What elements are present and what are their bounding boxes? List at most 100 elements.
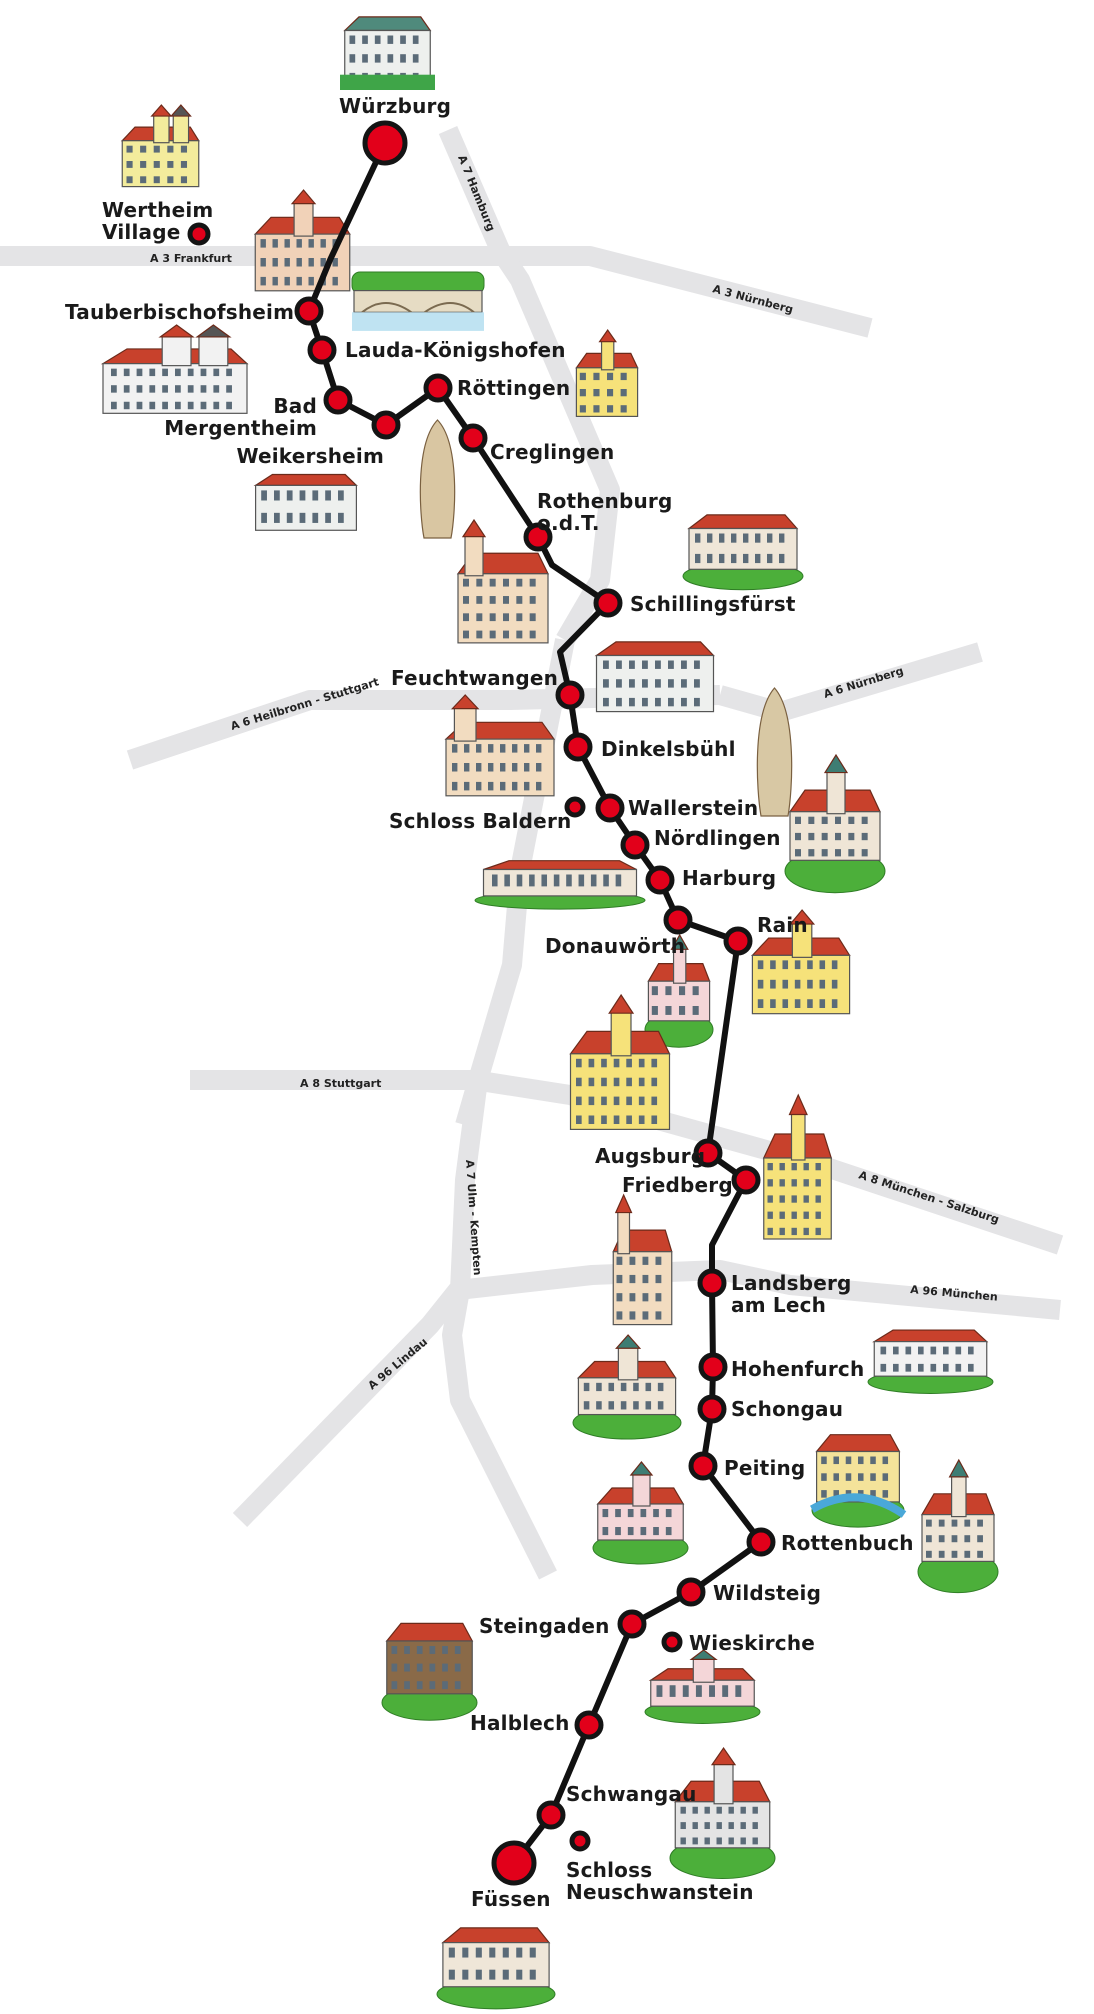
stop-label-halblech[interactable]: Halblech (470, 1711, 570, 1735)
stop-label-line: am Lech (731, 1293, 826, 1317)
landmark-rain-townhall-icon (751, 909, 851, 1015)
road-label: A 8 München - Salzburg (857, 1168, 1001, 1226)
stop-label-weikersheim[interactable]: Weikersheim (236, 444, 384, 468)
stop-label-fuessen[interactable]: Füssen (471, 1887, 551, 1911)
route-stops (187, 120, 776, 1886)
stop-marker-schwangau[interactable] (536, 1800, 566, 1830)
landmark-steingaden-chapel-icon (381, 1622, 478, 1721)
stop-marker-wildsteig[interactable] (676, 1577, 706, 1607)
stop-label-dinkelsbuehl[interactable]: Dinkelsbühl (601, 737, 736, 761)
stop-label-rain[interactable]: Rain (757, 913, 808, 937)
stop-label-line: Friedberg (622, 1173, 733, 1197)
stop-label-harburg[interactable]: Harburg (682, 866, 776, 890)
stop-marker-dinkelsbuehl[interactable] (563, 732, 593, 762)
stop-label-line: Hohenfurch (731, 1357, 864, 1381)
stop-marker-creglingen[interactable] (458, 423, 488, 453)
stop-label-line: Harburg (682, 866, 776, 890)
stop-marker-wallerstein[interactable] (595, 793, 625, 823)
stop-marker-wuerzburg[interactable] (362, 120, 408, 166)
stop-label-donauwoerth[interactable]: Donauwörth (545, 934, 685, 958)
stop-marker-wertheim-village[interactable] (187, 222, 211, 246)
landmark-feuchtwangen-townhall-icon (594, 641, 715, 713)
stop-marker-fuessen[interactable] (491, 1840, 537, 1886)
stop-marker-harburg[interactable] (645, 865, 675, 895)
stop-label-wildsteig[interactable]: Wildsteig (713, 1581, 821, 1605)
stop-label-line: Mergentheim (164, 416, 317, 440)
stop-marker-halblech[interactable] (574, 1710, 604, 1740)
stop-marker-peiting[interactable] (688, 1451, 718, 1481)
stop-marker-augsburg[interactable] (693, 1138, 723, 1168)
stop-label-feuchtwangen[interactable]: Feuchtwangen (391, 666, 558, 690)
stop-label-line: Dinkelsbühl (601, 737, 736, 761)
stop-marker-friedberg[interactable] (731, 1165, 761, 1195)
stop-marker-landsberg[interactable] (697, 1268, 727, 1298)
stop-label-line: Tauberbischofsheim (65, 300, 294, 324)
stop-label-steingaden[interactable]: Steingaden (479, 1614, 610, 1638)
stop-label-lauda-koenigshofen[interactable]: Lauda-Königshofen (345, 338, 566, 362)
stop-marker-schongau[interactable] (697, 1394, 727, 1424)
stop-label-line: Schloss (566, 1858, 652, 1882)
stop-label-wuerzburg[interactable]: Würzburg (339, 94, 451, 118)
stop-label-line: Wildsteig (713, 1581, 821, 1605)
stop-label-creglingen[interactable]: Creglingen (490, 440, 615, 464)
stop-marker-feuchtwangen[interactable] (555, 680, 585, 710)
landmark-augsburg-townhall-icon (569, 993, 671, 1130)
stop-label-schongau[interactable]: Schongau (731, 1397, 843, 1421)
stop-label-line: Landsberg (731, 1271, 852, 1295)
stop-marker-rothenburg[interactable] (523, 522, 553, 552)
stop-label-line: Halblech (470, 1711, 570, 1735)
stop-label-noerdlingen[interactable]: Nördlingen (654, 826, 781, 850)
stop-marker-roettingen[interactable] (423, 373, 453, 403)
stop-label-schwangau[interactable]: Schwangau (566, 1782, 697, 1806)
stop-marker-rottenbuch[interactable] (746, 1527, 776, 1557)
stop-marker-schloss-neuschwanstein[interactable] (569, 1830, 591, 1852)
stop-marker-tauberbischofsheim[interactable] (294, 296, 324, 326)
stop-marker-weikersheim[interactable] (371, 410, 401, 440)
landmark-creglingen-altar-icon (419, 419, 456, 539)
stop-marker-lauda-koenigshofen[interactable] (307, 335, 337, 365)
stop-label-wieskirche[interactable]: Wieskirche (689, 1631, 815, 1655)
landmark-roettingen-townhall-icon (575, 328, 639, 417)
stop-label-line: Schongau (731, 1397, 843, 1421)
stop-label-schillingsfuerst[interactable]: Schillingsfürst (630, 592, 796, 616)
road-a96-lindau: A 96 Lindau (232, 1283, 466, 1527)
stop-label-line: o.d.T. (537, 511, 600, 535)
stop-marker-schloss-baldern[interactable] (564, 796, 586, 818)
stop-marker-donauwoerth[interactable] (663, 905, 693, 935)
landmark-weikersheim-palace-icon (253, 473, 358, 531)
stop-label-line: Donauwörth (545, 934, 685, 958)
stop-label-friedberg[interactable]: Friedberg (622, 1173, 733, 1197)
stop-marker-hohenfurch[interactable] (698, 1352, 728, 1382)
stop-label-wallerstein[interactable]: Wallerstein (628, 796, 758, 820)
stop-marker-bad-mergentheim[interactable] (323, 385, 353, 415)
stop-label-line: Röttingen (457, 376, 570, 400)
stop-marker-rain[interactable] (723, 926, 753, 956)
landmark-wildsteig-church-icon (592, 1461, 689, 1565)
stop-label-tauberbischofsheim[interactable]: Tauberbischofsheim (65, 300, 294, 324)
stop-marker-noerdlingen[interactable] (620, 830, 650, 860)
stop-label-augsburg[interactable]: Augsburg (595, 1144, 705, 1168)
stop-label-line: Rothenburg (537, 489, 672, 513)
landmark-residenz-wuerzburg-icon (340, 16, 435, 90)
stop-label-line: Augsburg (595, 1144, 705, 1168)
stop-marker-steingaden[interactable] (617, 1609, 647, 1639)
landmark-schillingsfuerst-castle-icon (682, 514, 804, 591)
landmark-wertheim-village-gate-icon (120, 104, 200, 188)
stop-label-hohenfurch[interactable]: Hohenfurch (731, 1357, 864, 1381)
stop-label-peiting[interactable]: Peiting (724, 1456, 805, 1480)
landmark-friedberg-townhall-icon (762, 1093, 833, 1240)
stop-label-line: Wallerstein (628, 796, 758, 820)
stop-marker-wieskirche[interactable] (661, 1631, 683, 1653)
landmark-peiting-view-icon (810, 1434, 907, 1528)
stop-marker-schillingsfuerst[interactable] (593, 588, 623, 618)
stop-label-line: Schillingsfürst (630, 592, 796, 616)
stop-label-roettingen[interactable]: Röttingen (457, 376, 570, 400)
stop-label-schloss-baldern[interactable]: Schloss Baldern (389, 809, 571, 833)
landmark-fuessen-castle-icon (436, 1927, 556, 2010)
stop-label-rottenbuch[interactable]: Rottenbuch (781, 1531, 914, 1555)
